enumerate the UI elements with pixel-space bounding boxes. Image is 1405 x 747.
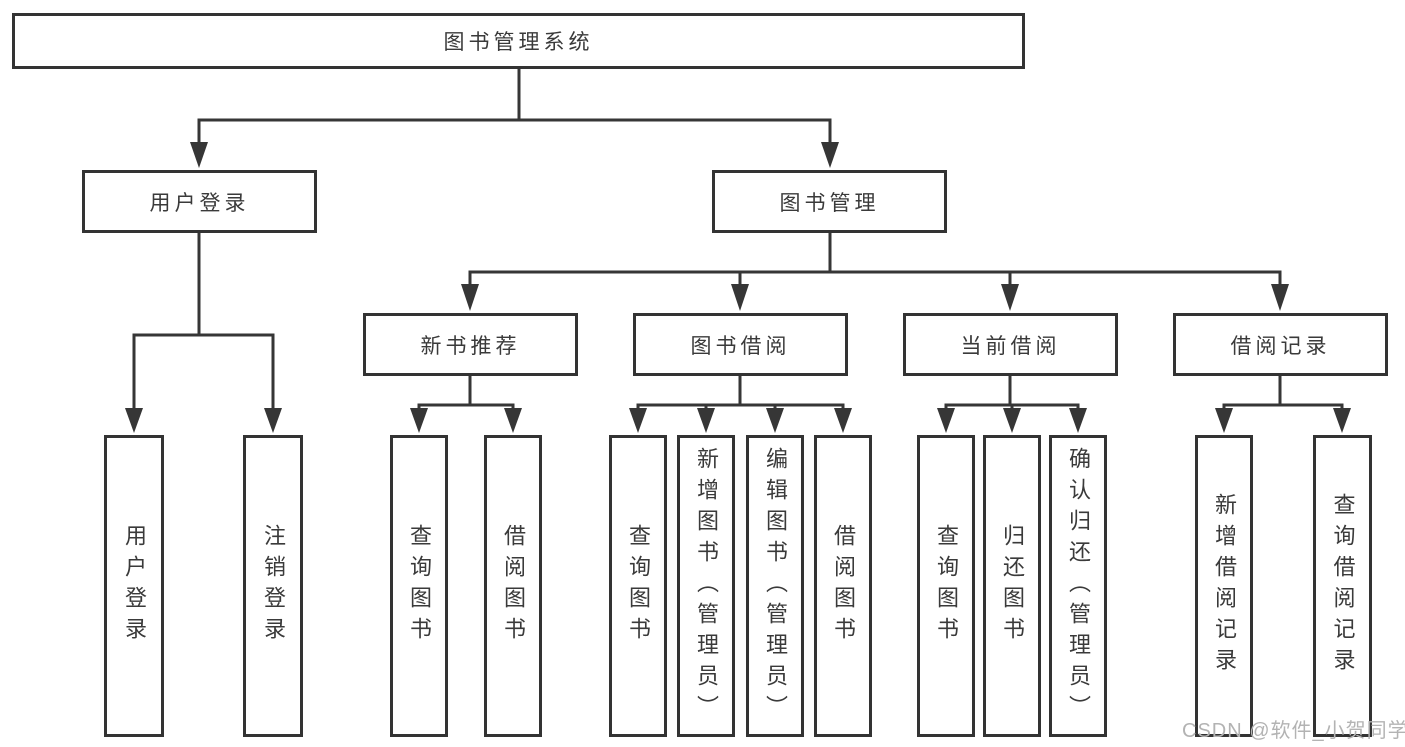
leaf-logout: 注销登录	[243, 435, 303, 737]
leaf-records-query-record: 查询借阅记录	[1313, 435, 1372, 737]
connector-current-borrowing	[937, 374, 1087, 433]
leaf-current-confirm-return-admin: 确认归还（管理员）	[1049, 435, 1107, 737]
node-borrow-records: 借阅记录	[1173, 313, 1388, 376]
leaf-user-login: 用户登录	[104, 435, 164, 737]
node-book-management: 图书管理	[712, 170, 947, 233]
node-new-book-recommend: 新书推荐	[363, 313, 578, 376]
leaf-records-add-record: 新增借阅记录	[1195, 435, 1253, 737]
leaf-borrowing-add-books-admin: 新增图书（管理员）	[677, 435, 735, 737]
connector-book-management	[461, 231, 1289, 311]
leaf-borrowing-query-books: 查询图书	[609, 435, 667, 737]
leaf-recommend-borrow-books: 借阅图书	[484, 435, 542, 737]
leaf-borrowing-edit-books-admin: 编辑图书（管理员）	[746, 435, 804, 737]
leaf-borrowing-borrow-books: 借阅图书	[814, 435, 872, 737]
connector-new-book-recommend	[410, 374, 522, 433]
node-book-borrowing: 图书借阅	[633, 313, 848, 376]
node-current-borrowing: 当前借阅	[903, 313, 1118, 376]
leaf-recommend-query-books: 查询图书	[390, 435, 448, 737]
leaf-current-return-books: 归还图书	[983, 435, 1041, 737]
connector-user-login	[125, 231, 282, 433]
connector-book-borrowing	[629, 374, 852, 433]
node-library-system: 图书管理系统	[12, 13, 1025, 69]
connector-root	[190, 67, 839, 168]
connector-borrow-records	[1215, 374, 1351, 433]
leaf-current-query-books: 查询图书	[917, 435, 975, 737]
node-user-login: 用户登录	[82, 170, 317, 233]
watermark: CSDN @软件_小贺同学	[1182, 720, 1405, 742]
